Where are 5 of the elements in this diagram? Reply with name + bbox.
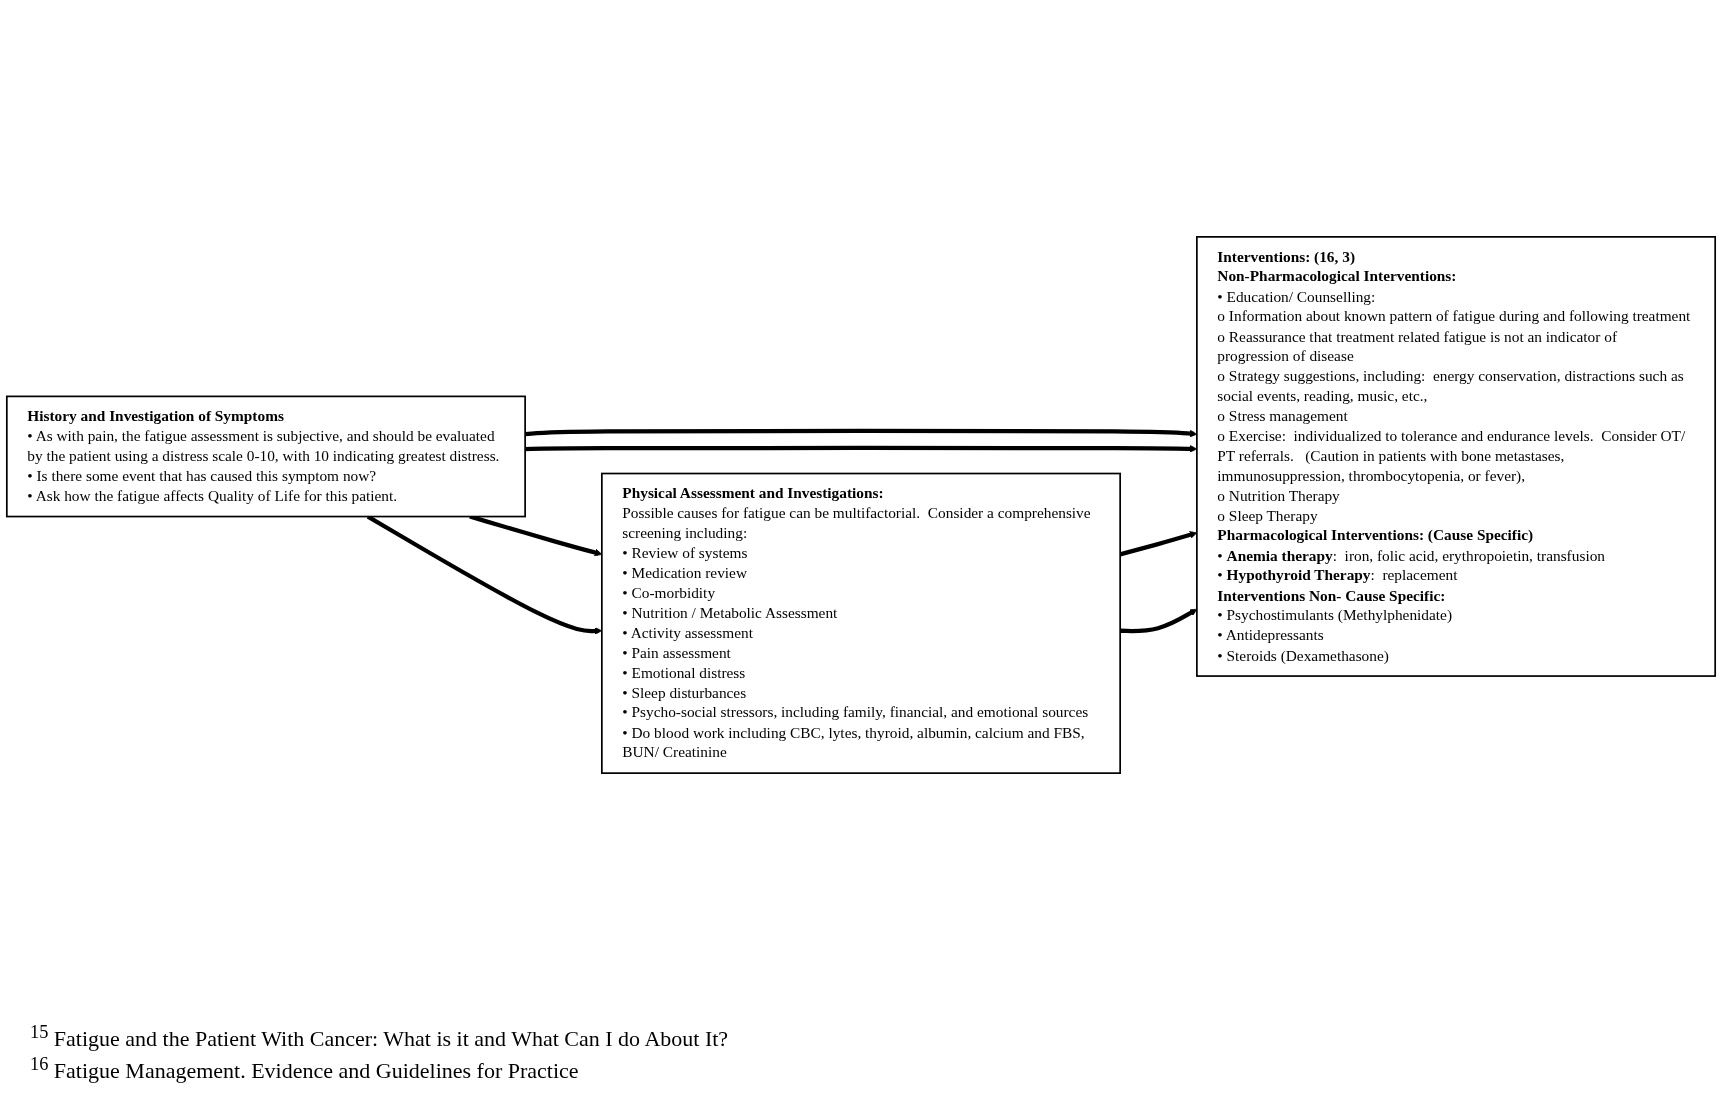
node-box: Interventions: (16, 3) Non-Pharmacological Interventions: • Education/ Counselling: o Information about known pattern of fatigue during and following treatment o Reassurance that treatment related fatigue is not an indicator of progression of disease o Strategy suggestions, including: energy conservation, distractions such as social events, reading, music, etc., o Stress management o Exercise: individualized to tolerance and endurance levels. Consider OT/ PT referrals. (Caution in patients with bone metastases, immunosuppression, thrombocytopenia, or fever), o Nutrition Therapy o Sleep Therapy Pharmacological Interventions: (Cause Specific) • Anemia therapy: iron, folic acid, erythropoietin, transfusion • Hypothyroid Therapy: replacement Interventions Non- Cause Specific: • Psychostimulants (Methylphenidate) • Antidepressants • Steroids (Dexamethasone): [1196, 236, 1717, 677]
footnote: $^{15}$ Fatigue and the Patient With Cancer: What is it and What Can I do About It?: [30, 1022, 729, 1053]
node-box: History and Investigation of Symptoms • As with pain, the fatigue assessment is subjective, and should be evaluated by the patient using a distress scale 0-10, with 10 indicating greatest distress. • Is there some event that has caused this symptom now? • Ask how the fatigue affects Quality of Life for this patient.: [5, 395, 526, 518]
node-box: Physical Assessment and Investigations: Possible causes for fatigue can be multifactorial. Consider a comprehensive screening including: • Review of systems • Medication review • Co-morbidity • Nutrition / Metabolic Assessment • Activity assessment • Pain assessment • Emotional distress • Sleep disturbances • Psycho-social stressors, including family, financial, and emotional sources • Do blood work including CBC, lytes, thyroid, albumin, calcium and FBS, BUN/ Creatinine: [601, 472, 1121, 774]
footnote: $^{16}$ Fatigue Management. Evidence and Guidelines for Practice: [30, 1054, 580, 1085]
